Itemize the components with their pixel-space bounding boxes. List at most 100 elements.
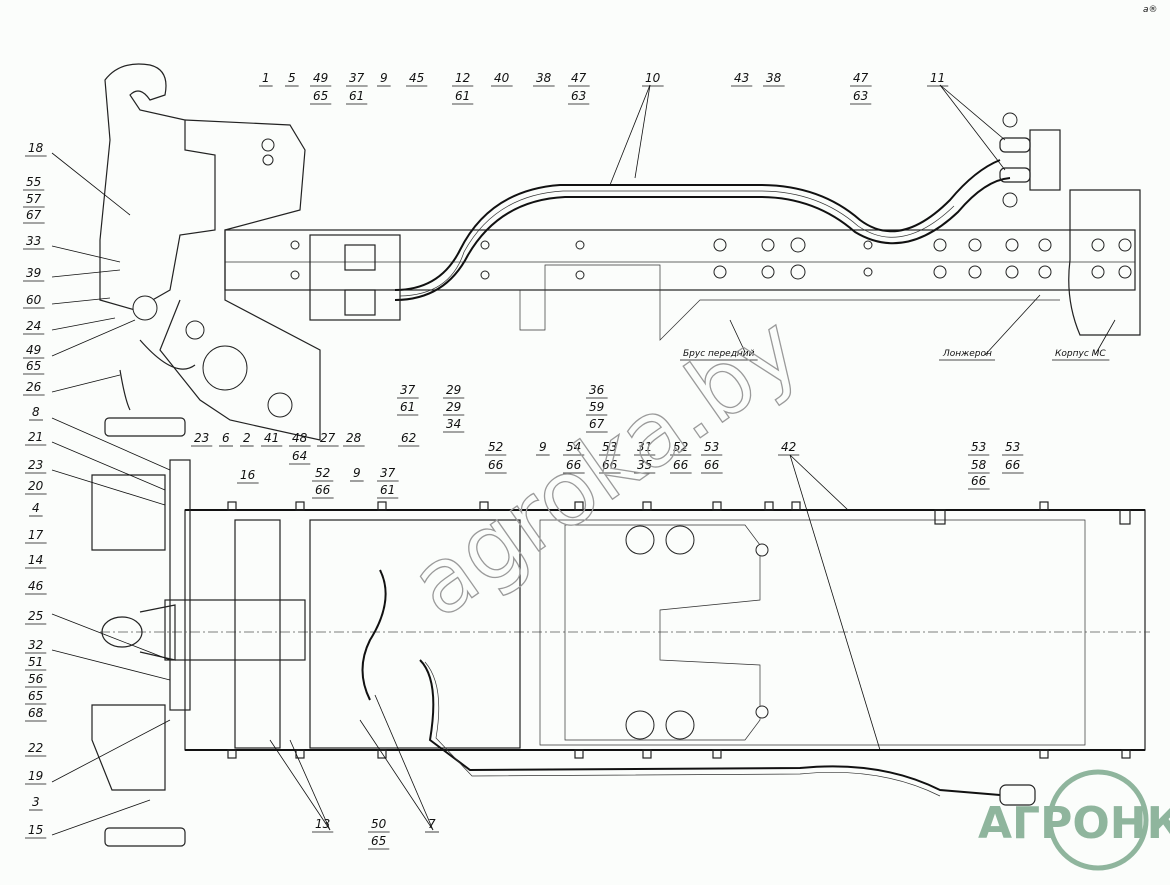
callout: 59 bbox=[589, 400, 604, 414]
callout: 61 bbox=[349, 89, 364, 103]
callout: 31 bbox=[637, 440, 652, 454]
hose-lower-1 bbox=[361, 569, 387, 701]
callout: 53 bbox=[602, 440, 617, 454]
callout: 3 bbox=[32, 795, 40, 809]
hitch-bracket bbox=[159, 119, 321, 441]
left-callouts: 18 55 57 67 33 39 60 24 49 65 26 8 21 23… bbox=[23, 141, 47, 839]
callout: 66 bbox=[704, 458, 720, 472]
watermark-text: agroka.by bbox=[392, 296, 818, 638]
callout: 57 bbox=[26, 192, 42, 206]
callout: 65 bbox=[313, 89, 328, 103]
callout: 10 bbox=[645, 71, 661, 85]
callout: 52 bbox=[315, 466, 330, 480]
callout: 8 bbox=[32, 405, 40, 419]
callout: 68 bbox=[28, 706, 44, 720]
callout: 9 bbox=[353, 466, 361, 480]
callout: 62 bbox=[401, 431, 416, 445]
drawbar-eye bbox=[101, 616, 143, 648]
lower-link bbox=[91, 704, 166, 791]
callout: 58 bbox=[971, 458, 987, 472]
corner-mark: а® bbox=[1143, 5, 1158, 15]
hose-upper-1 bbox=[394, 159, 1001, 291]
callout: 12 bbox=[455, 71, 470, 85]
mount-plate bbox=[309, 519, 521, 749]
chain bbox=[119, 339, 196, 411]
callout: 27 bbox=[320, 431, 336, 445]
callout: 25 bbox=[28, 609, 43, 623]
callout: 43 bbox=[734, 71, 749, 85]
hitch-hook bbox=[99, 63, 216, 311]
callout: 52 bbox=[488, 440, 503, 454]
callout: 33 bbox=[26, 234, 41, 248]
callout: 37 bbox=[349, 71, 365, 85]
callout: 24 bbox=[26, 319, 41, 333]
callout: 11 bbox=[930, 71, 945, 85]
callout: 63 bbox=[853, 89, 868, 103]
hose-lower-2 bbox=[419, 659, 1001, 796]
callout: 17 bbox=[28, 528, 44, 542]
pin-hole bbox=[132, 295, 158, 321]
callout: 42 bbox=[781, 440, 796, 454]
callout: 7 bbox=[428, 817, 436, 831]
label-side-member: Лонжерон bbox=[942, 349, 992, 359]
top-view bbox=[99, 63, 1141, 441]
callout: 65 bbox=[26, 359, 41, 373]
callout: 61 bbox=[400, 400, 415, 414]
hose-upper-inner bbox=[399, 190, 955, 297]
callout: 14 bbox=[28, 553, 43, 567]
callout: 67 bbox=[26, 208, 42, 222]
callout: 26 bbox=[26, 380, 42, 394]
callout: 60 bbox=[26, 293, 42, 307]
hitch-shaft bbox=[169, 459, 191, 711]
callout: 67 bbox=[589, 417, 605, 431]
callout: 5 bbox=[288, 71, 296, 85]
top-view-lower-callouts: 23 6 2 41 48 27 28 62 64 37 61 29 29 34 … bbox=[191, 383, 608, 484]
callout: 49 bbox=[313, 71, 328, 85]
logo-text: АГРОНКА bbox=[978, 798, 1170, 849]
bottom-view bbox=[91, 459, 1150, 847]
callout: 4 bbox=[32, 501, 40, 515]
hose-end-fittings bbox=[999, 112, 1061, 208]
callout: 21 bbox=[28, 430, 43, 444]
callout: 63 bbox=[571, 89, 586, 103]
valve-upper bbox=[344, 244, 376, 271]
callout: 66 bbox=[315, 483, 331, 497]
callout: 53 bbox=[971, 440, 986, 454]
pin-bottom bbox=[104, 827, 186, 847]
callout: 34 bbox=[446, 417, 461, 431]
frame-plan bbox=[184, 509, 1146, 751]
callout: 13 bbox=[315, 817, 330, 831]
hose-upper-2 bbox=[394, 177, 1011, 301]
callout: 66 bbox=[566, 458, 582, 472]
callout: 50 bbox=[371, 817, 387, 831]
callout: 38 bbox=[536, 71, 552, 85]
ms-body-plan bbox=[539, 519, 1086, 746]
callout: 65 bbox=[371, 834, 386, 848]
callout: 39 bbox=[26, 266, 41, 280]
rail-bolt-holes bbox=[290, 237, 1132, 280]
valve-block bbox=[309, 234, 401, 321]
callout: 65 bbox=[28, 689, 43, 703]
callout: 35 bbox=[637, 458, 652, 472]
agronka-logo: АГРОНКА bbox=[978, 769, 1170, 871]
callout: 61 bbox=[380, 483, 395, 497]
callout: 66 bbox=[602, 458, 618, 472]
callout: 41 bbox=[264, 431, 279, 445]
callout: 28 bbox=[346, 431, 362, 445]
callout: 55 bbox=[26, 175, 41, 189]
bottom-view-callouts: 52 66 9 54 66 53 66 31 35 52 66 53 66 42… bbox=[312, 440, 1024, 850]
callout: 47 bbox=[853, 71, 869, 85]
pin-top bbox=[104, 417, 186, 437]
callout: 66 bbox=[1005, 458, 1021, 472]
callout: 53 bbox=[1005, 440, 1020, 454]
callout: 52 bbox=[673, 440, 688, 454]
callout: 32 bbox=[28, 638, 43, 652]
callout: 29 bbox=[446, 383, 461, 397]
callout: 38 bbox=[766, 71, 782, 85]
callout: 29 bbox=[446, 400, 461, 414]
callout: 40 bbox=[494, 71, 510, 85]
callout: 51 bbox=[28, 655, 43, 669]
callout: 2 bbox=[243, 431, 251, 445]
callout: 15 bbox=[28, 823, 43, 837]
